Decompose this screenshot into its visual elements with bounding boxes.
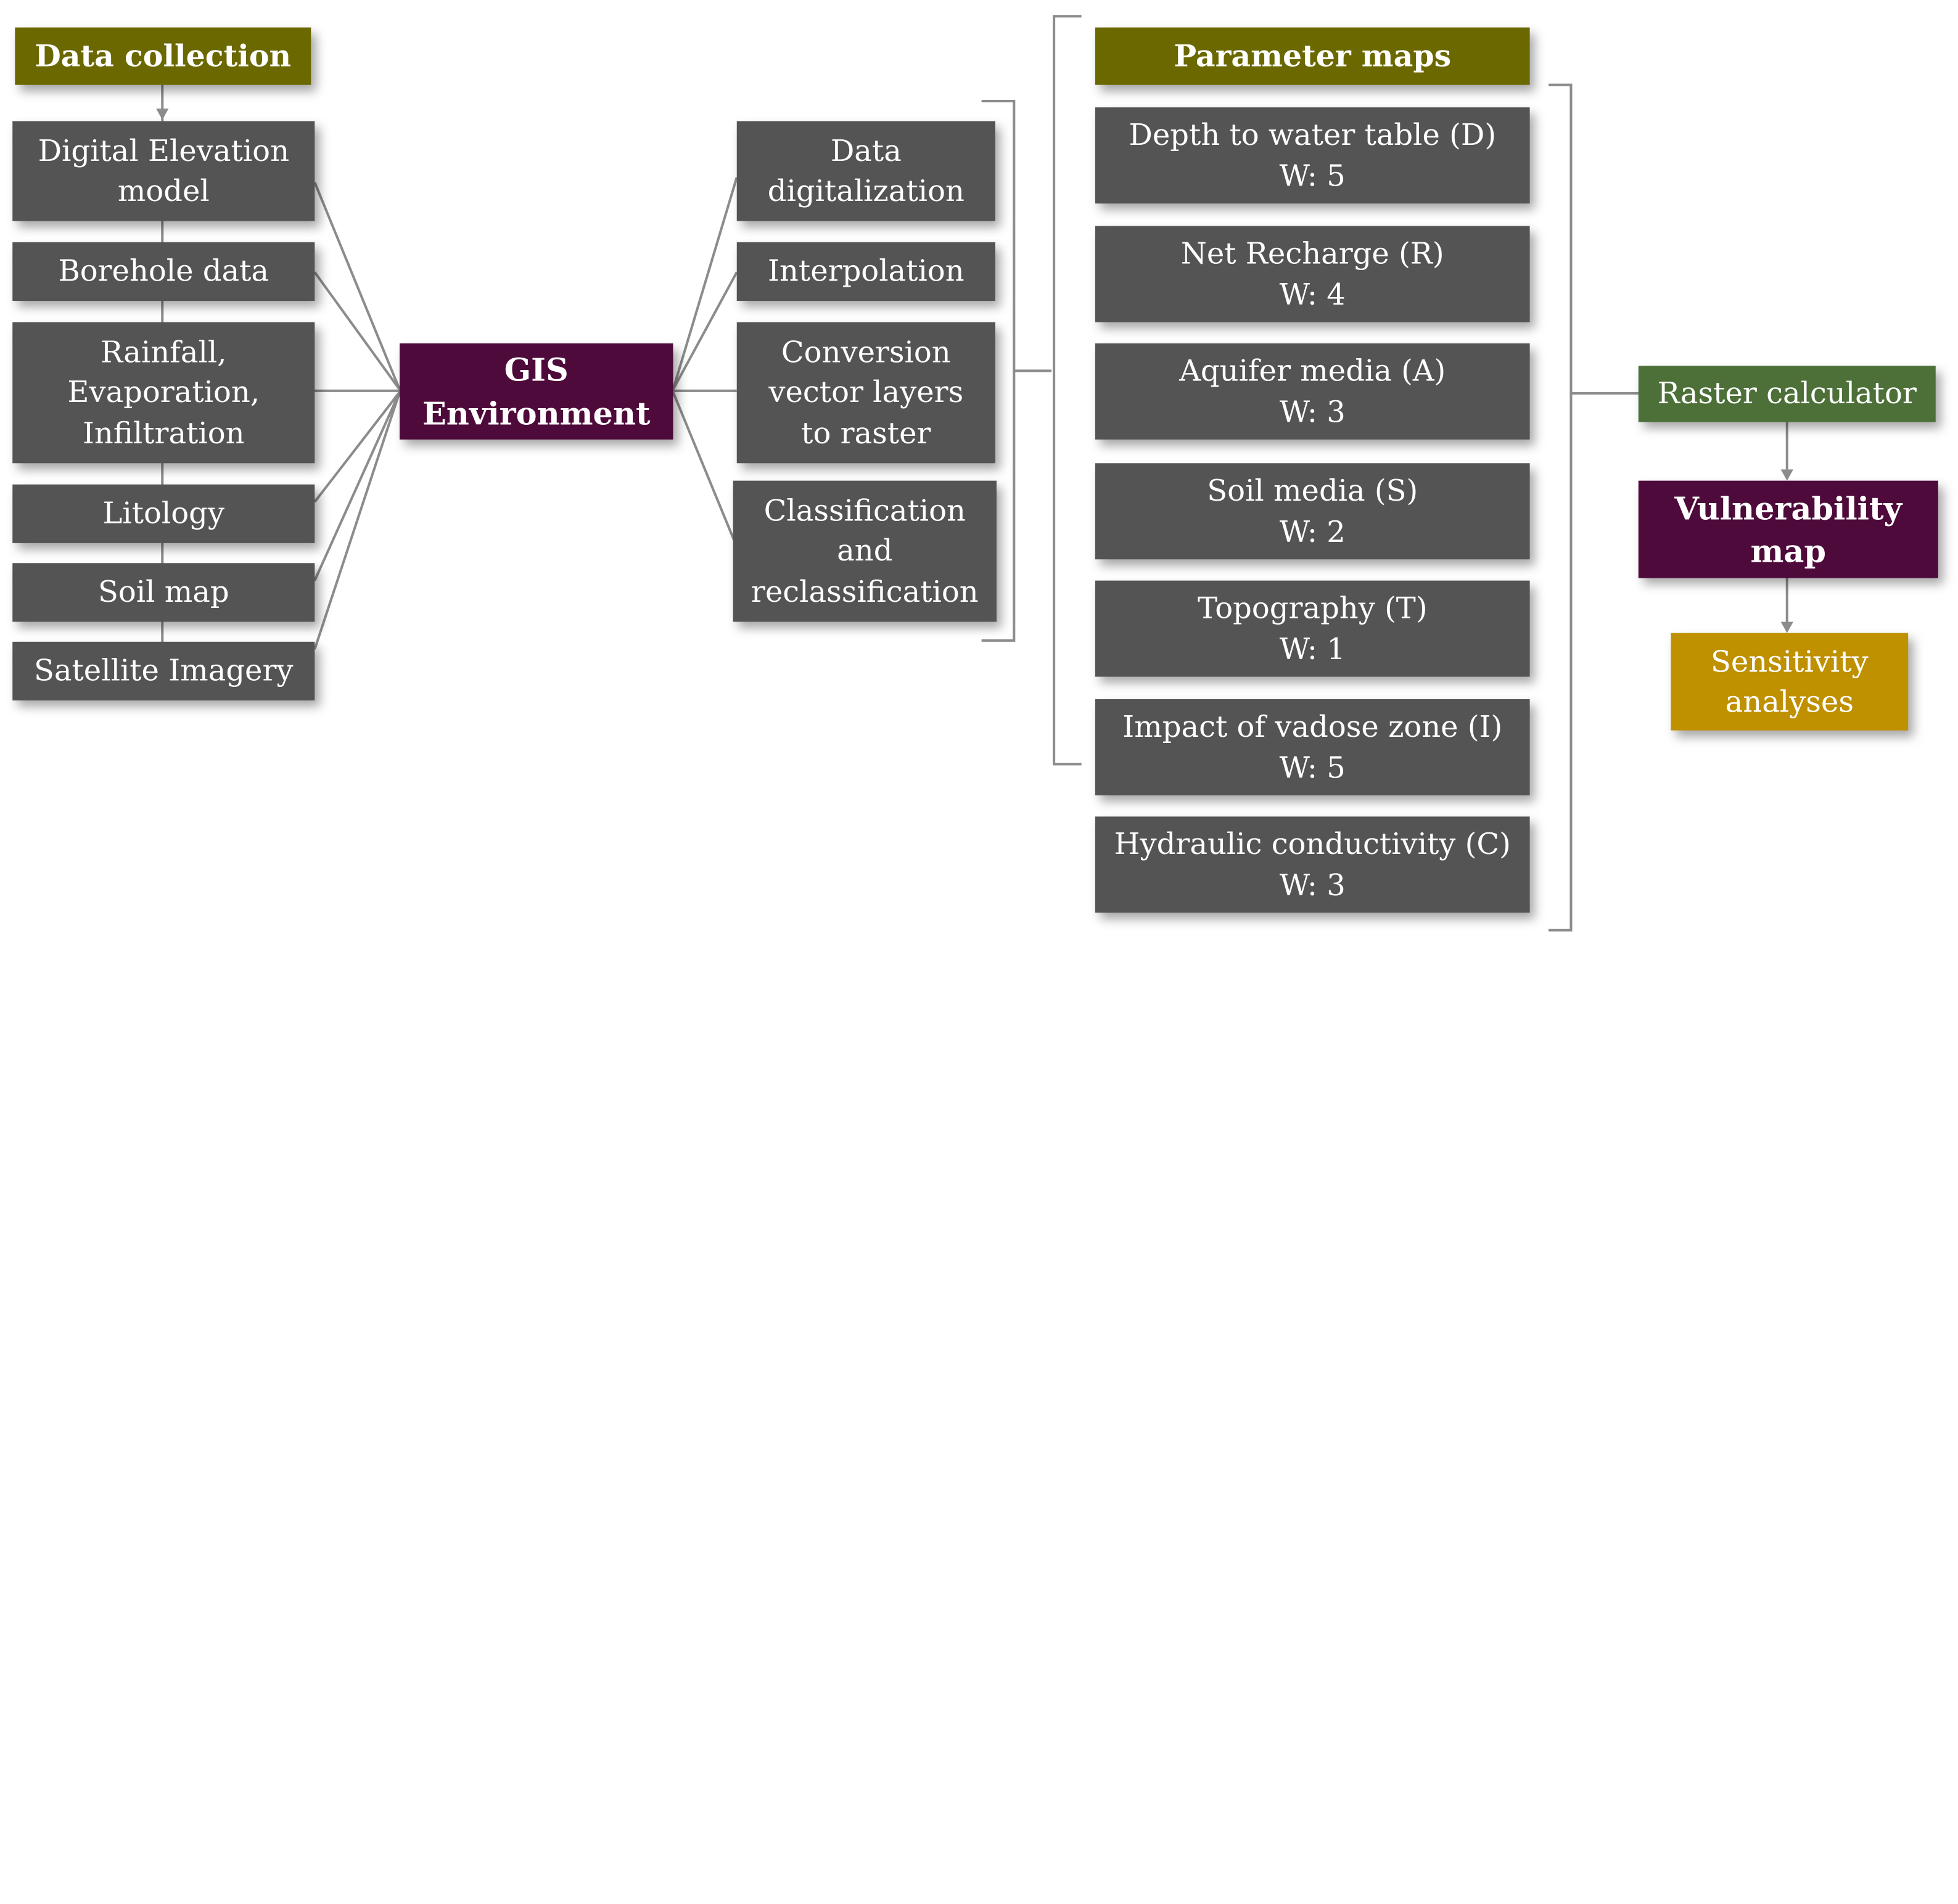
data-item-label: Digital Elevation model [38,133,289,209]
parameter-label: Hydraulic conductivity (C) W: 3 [1114,827,1511,903]
connector-gis-digitalization [672,176,738,390]
data-item-soil-map: Soil map [12,563,315,622]
data-item-litology: Litology [12,484,315,543]
data-item-borehole: Borehole data [12,242,315,302]
parameter-label: Topography (T) W: 1 [1197,591,1428,667]
parameter-label: Aquifer media (A) W: 3 [1179,353,1446,429]
parameter-depth-to-water: Depth to water table (D) W: 5 [1095,107,1530,204]
parameter-label: Depth to water table (D) W: 5 [1129,117,1497,193]
process-label: Classification and reclassification [751,493,979,609]
connector-soil-gis [313,392,401,581]
sensitivity-analyses-label: Sensitivity analyses [1710,644,1869,720]
parameter-vadose-zone: Impact of vadose zone (I) W: 5 [1095,699,1530,795]
sensitivity-analyses-box: Sensitivity analyses [1671,633,1909,731]
parameter-hydraulic-conductivity: Hydraulic conductivity (C) W: 3 [1095,816,1530,913]
parameter-soil-media: Soil media (S) W: 2 [1095,463,1530,560]
parameter-label: Impact of vadose zone (I) W: 5 [1122,709,1503,785]
process-label: Data digitalization [767,133,965,209]
data-item-dem: Digital Elevation model [12,121,315,221]
parameter-maps-header-label: Parameter maps [1174,36,1452,73]
vulnerability-map-box: Vulnerability map [1638,480,1938,578]
connector-gis-interpolation [672,271,738,390]
process-interpolation: Interpolation [736,242,995,302]
parameter-maps-header: Parameter maps [1095,27,1530,85]
data-item-label: Litology [102,496,225,531]
raster-calculator-label: Raster calculator [1657,376,1917,411]
process-digitalization: Data digitalization [736,121,995,221]
data-item-satellite: Satellite Imagery [12,641,315,701]
data-collection-header-label: Data collection [35,36,292,73]
data-item-label: Rainfall, Evaporation, Infiltration [67,334,260,451]
parameter-net-recharge: Net Recharge (R) W: 4 [1095,226,1530,322]
data-item-label: Satellite Imagery [34,653,294,689]
data-item-rainfall: Rainfall, Evaporation, Infiltration [12,322,315,464]
parameter-right-bracket [1549,83,1573,932]
parameter-label: Net Recharge (R) W: 4 [1180,236,1444,312]
parameter-aquifer-media: Aquifer media (A) W: 3 [1095,343,1530,440]
connector-borehole-gis [313,271,401,390]
arrowhead-data-collection [156,109,169,120]
parameter-topography: Topography (T) W: 1 [1095,580,1530,677]
data-item-label: Borehole data [58,253,269,289]
connector-lines [156,15,1793,932]
process-classification: Classification and reclassification [733,480,997,622]
gis-environment-box: GIS Environment [400,343,673,440]
process-label: Interpolation [768,253,965,289]
vulnerability-map-label: Vulnerability map [1674,489,1902,570]
process-label: Conversion vector layers to raster [768,334,964,451]
process-conversion: Conversion vector layers to raster [736,322,995,464]
parameter-label: Soil media (S) W: 2 [1207,473,1418,549]
connector-litology-gis [313,391,401,503]
data-item-label: Soil map [97,575,229,610]
arrowhead-vulnerability [1780,469,1793,481]
data-collection-header: Data collection [15,27,311,85]
raster-calculator-box: Raster calculator [1638,366,1936,422]
connector-dem-gis [313,181,401,390]
connector-gis-classification [672,392,738,548]
gis-environment-label: GIS Environment [422,351,651,432]
connector-satellite-gis [313,392,401,650]
parameter-left-bracket [1053,15,1082,766]
arrowhead-sensitivity [1780,622,1793,633]
